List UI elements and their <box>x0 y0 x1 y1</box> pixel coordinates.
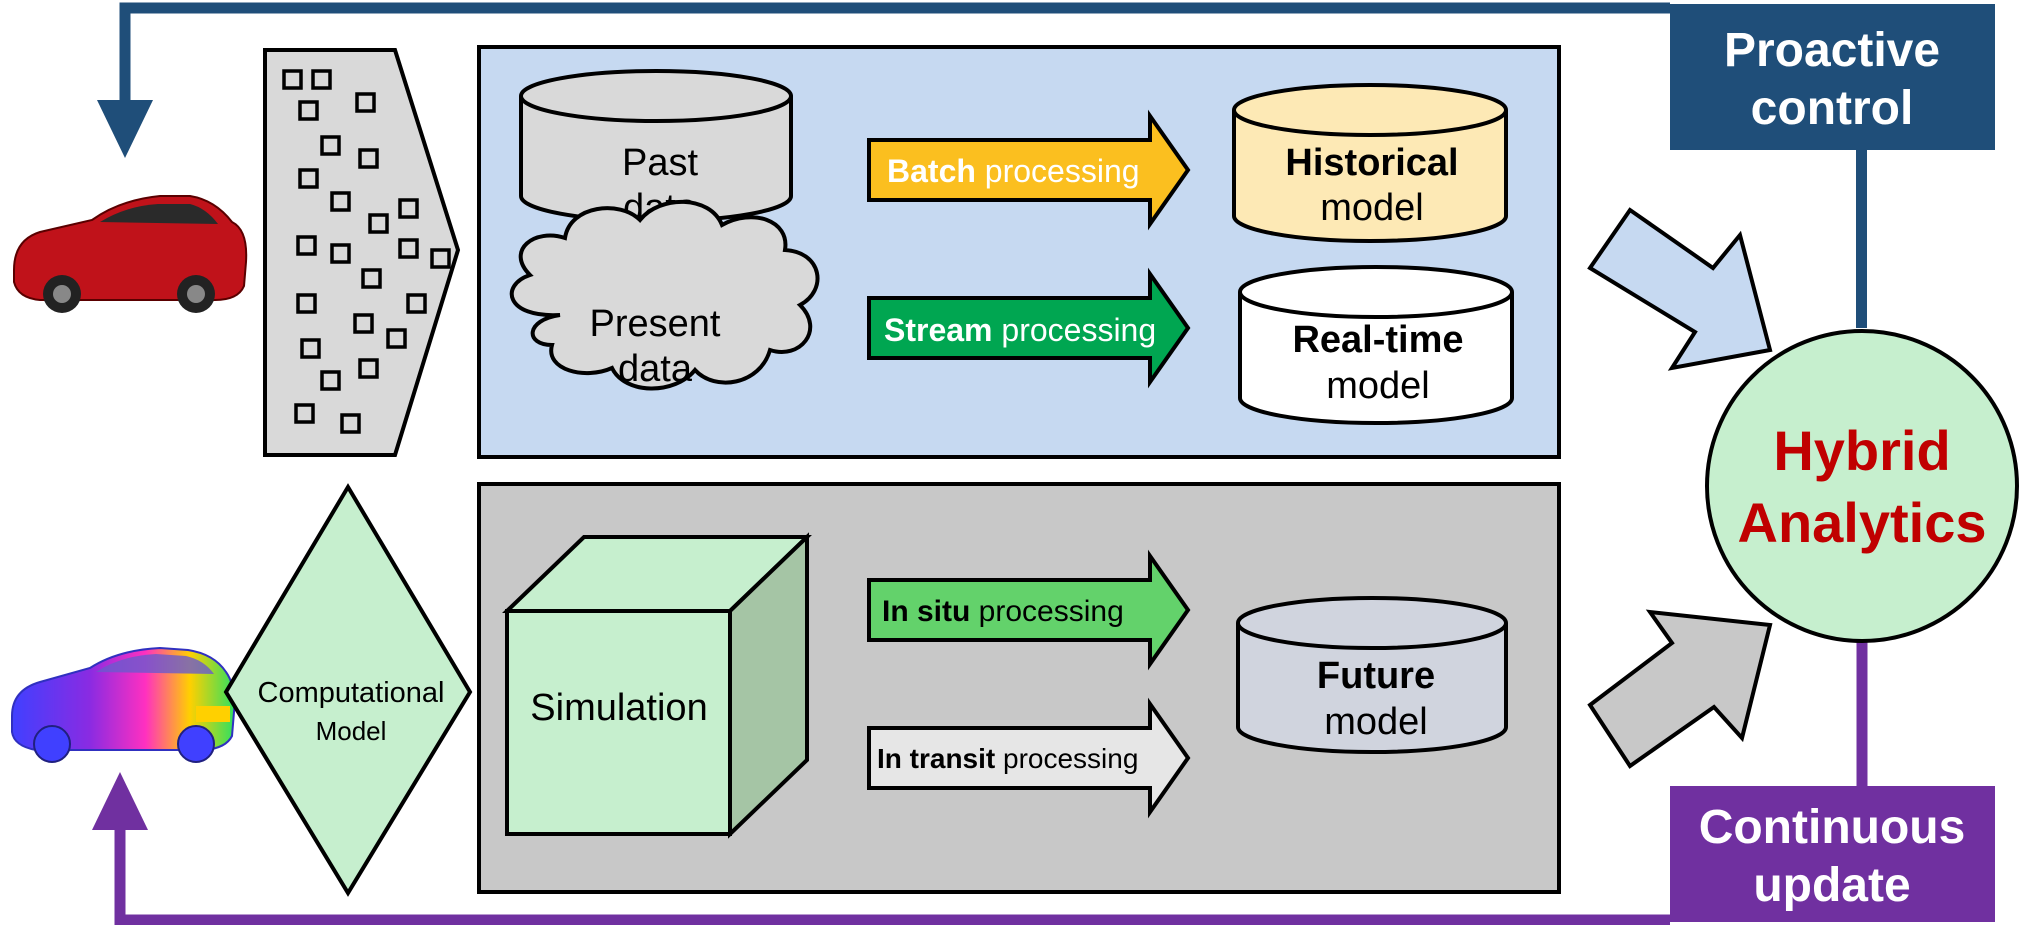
hybrid-analytics-circle: Hybrid Analytics <box>1705 329 2019 643</box>
simulation-cube-icon: Simulation <box>502 532 812 839</box>
stream-processing-arrow: Stream processing <box>867 267 1191 389</box>
present-data-line1: Present <box>590 303 721 345</box>
batch-rest: processing <box>976 153 1140 189</box>
insitu-processing-arrow: In situ processing <box>867 549 1191 671</box>
present-data-line2: data <box>618 348 693 390</box>
future-rest: model <box>1324 701 1428 743</box>
upper-block-arrow-icon <box>1587 207 1773 371</box>
svg-text:In transit processing: In transit processing <box>877 743 1138 774</box>
insitu-rest: processing <box>970 595 1123 628</box>
proactive-control-loop <box>97 2 1867 328</box>
intransit-rest: processing <box>995 743 1138 774</box>
continuous-line2: update <box>1753 859 1910 912</box>
realtime-bold: Real-time <box>1292 319 1463 361</box>
historical-bold: Historical <box>1285 142 1458 184</box>
computational-line1: Computational <box>258 677 445 709</box>
batch-bold: Batch <box>887 153 976 189</box>
continuous-line1: Continuous <box>1699 801 1966 854</box>
future-bold: Future <box>1317 655 1435 697</box>
data-analytics-panel: Past data Present data Batch processing … <box>477 45 1561 459</box>
data-squares-icon <box>282 69 451 434</box>
svg-text:Stream processing: Stream processing <box>884 312 1156 348</box>
realtime-model-database-icon: Real-time model <box>1238 265 1514 425</box>
red-car-image <box>13 195 248 313</box>
insitu-bold: In situ <box>882 595 970 628</box>
arrow-down-icon <box>97 100 153 158</box>
present-data-cloud-icon: Present data <box>509 199 820 391</box>
simulation-panel: Simulation In situ processing In transit… <box>477 482 1561 894</box>
proactive-line2: control <box>1751 82 1914 135</box>
sensor-data-pentagon <box>263 48 461 457</box>
cfd-car-image <box>11 646 236 763</box>
svg-text:In situ processing: In situ processing <box>882 595 1124 628</box>
hybrid-line1: Hybrid <box>1773 419 1950 482</box>
intransit-processing-arrow: In transit processing <box>867 697 1191 819</box>
stream-rest: processing <box>993 312 1157 348</box>
batch-processing-arrow: Batch processing <box>867 109 1191 231</box>
future-model-database-icon: Future model <box>1236 596 1508 754</box>
realtime-rest: model <box>1326 365 1430 407</box>
simulation-label: Simulation <box>530 687 707 729</box>
lower-block-arrow-icon <box>1587 609 1773 769</box>
hybrid-line2: Analytics <box>1738 491 1987 554</box>
svg-text:Batch processing: Batch processing <box>887 153 1140 189</box>
proactive-line1: Proactive <box>1724 24 1940 77</box>
intransit-bold: In transit <box>877 743 995 774</box>
historical-model-database-icon: Historical model <box>1232 83 1508 243</box>
past-data-line1: Past <box>622 142 698 184</box>
computational-line2: Model <box>316 716 387 746</box>
proactive-control-box: Proactive control <box>1670 4 1995 150</box>
continuous-update-loop <box>92 640 1868 925</box>
stream-bold: Stream <box>884 312 993 348</box>
continuous-update-box: Continuous update <box>1670 786 1995 922</box>
past-data-database-icon: Past data <box>519 69 793 229</box>
arrow-up-icon <box>92 772 148 830</box>
historical-rest: model <box>1320 187 1424 229</box>
computational-model-diamond: Computational Model <box>223 483 473 897</box>
